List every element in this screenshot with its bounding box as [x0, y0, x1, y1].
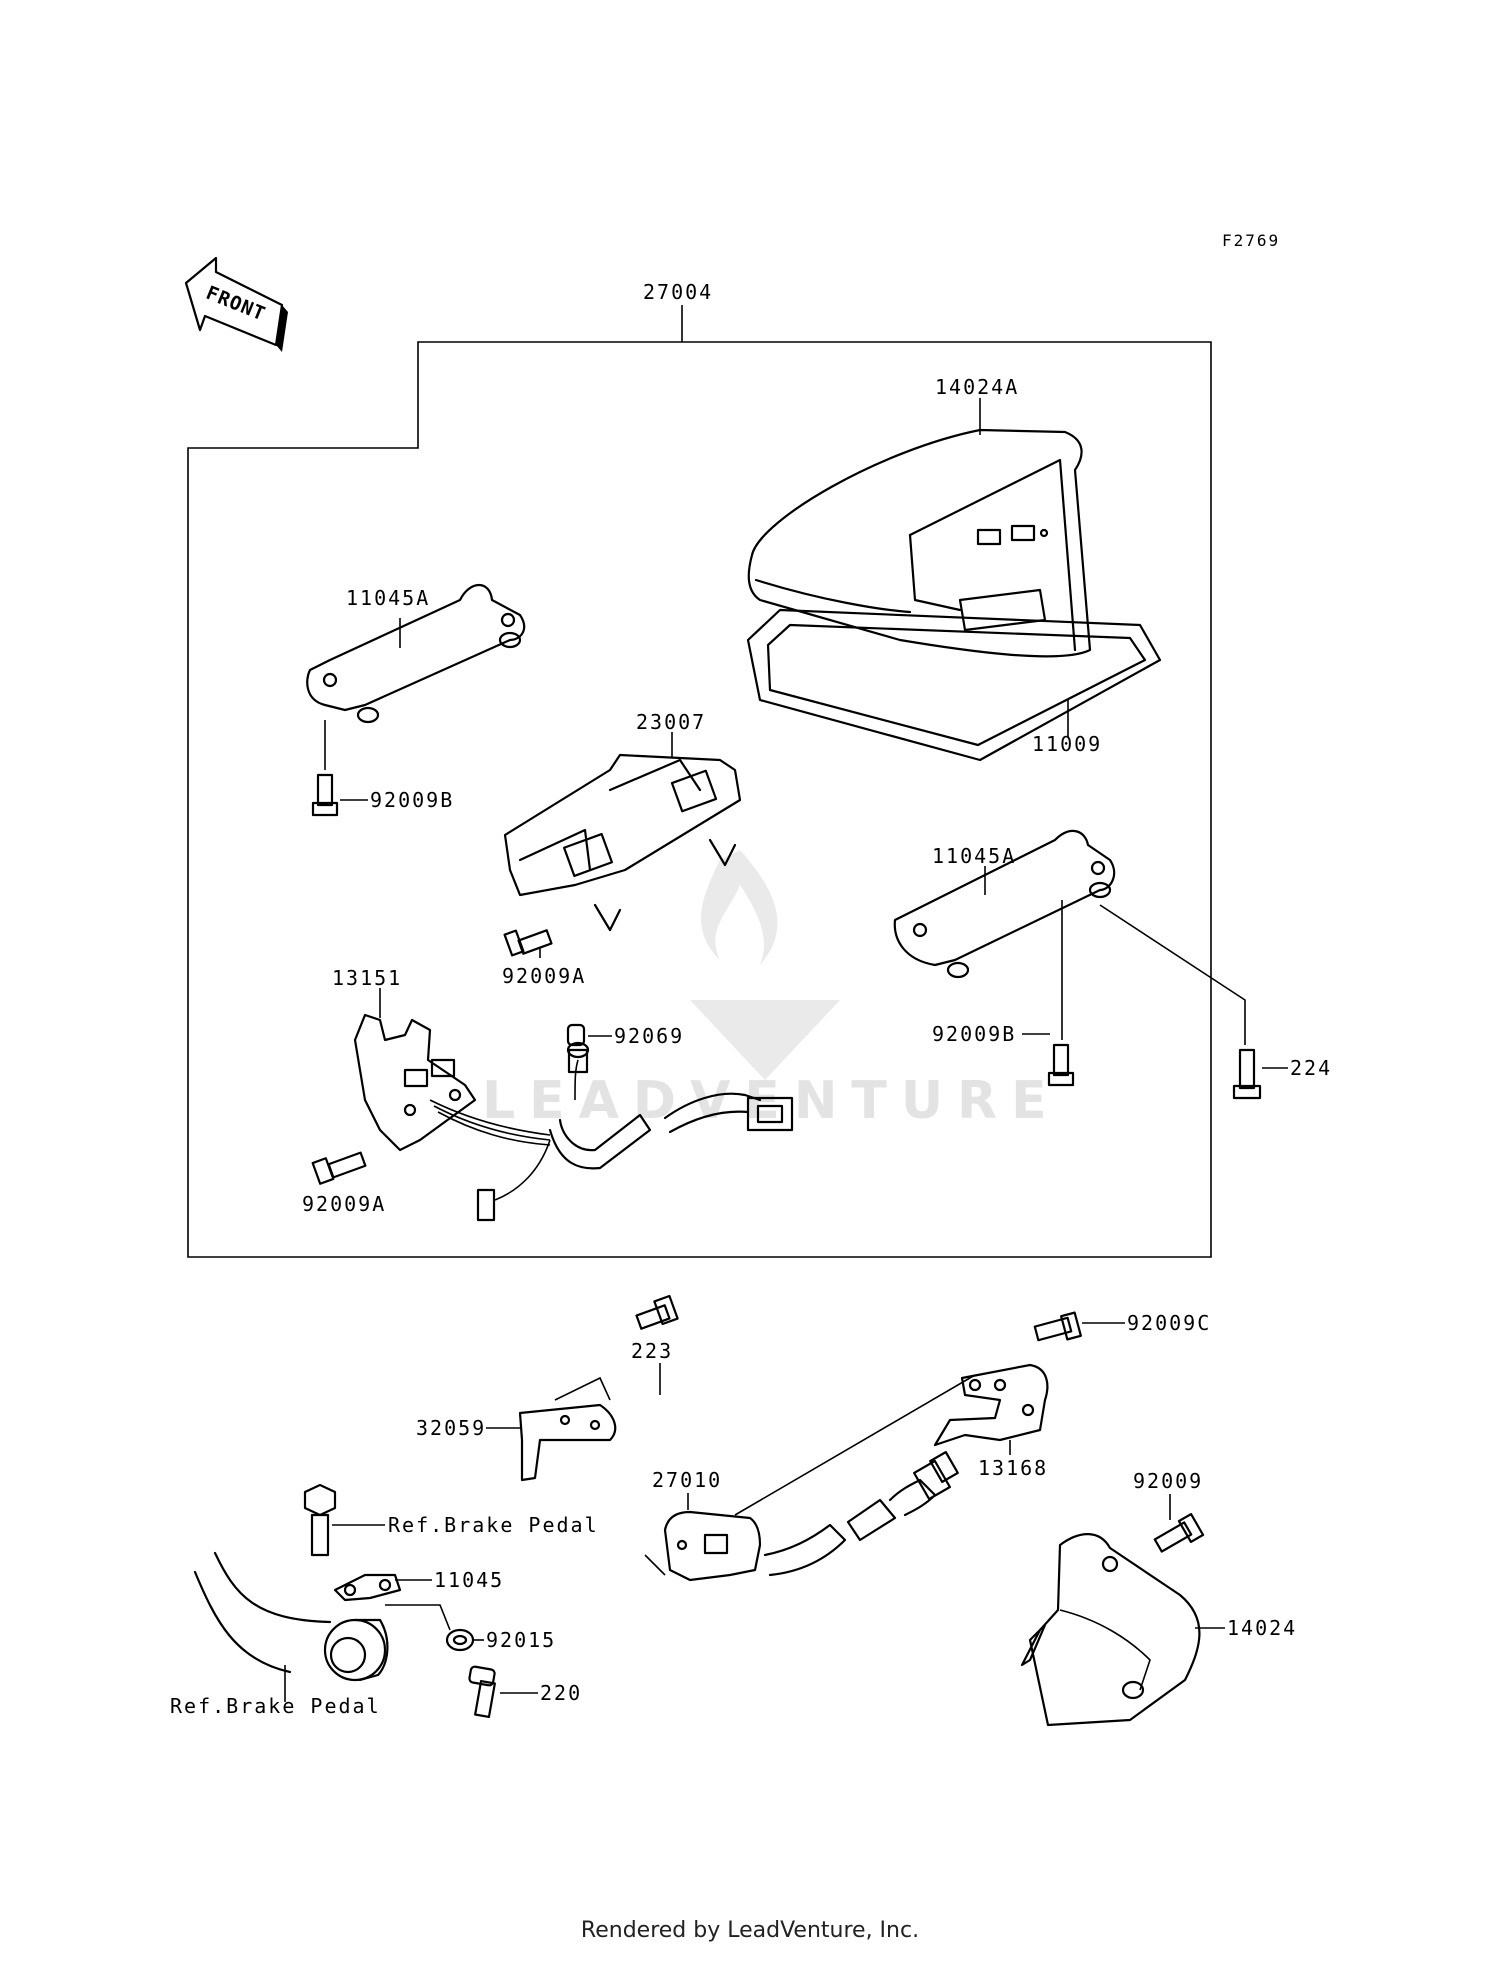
- bracket-32059: [518, 1376, 617, 1482]
- bracket-11045A-left: [306, 583, 526, 724]
- bolt-92009A-low: [311, 1151, 367, 1185]
- label-92009A-mid: 92009A: [502, 964, 586, 988]
- nut-92015: [445, 1628, 475, 1652]
- bolt-220: [468, 1665, 496, 1719]
- bracket-13168: [933, 1363, 1049, 1447]
- socket-92069: [566, 1023, 586, 1047]
- label-92009B-left: 92009B: [370, 788, 454, 812]
- label-27004: 27004: [643, 280, 713, 304]
- switch-cover-14024: [1020, 1533, 1201, 1727]
- footer-credit: Rendered by LeadVenture, Inc.: [580, 1918, 920, 1943]
- bracket-11045A-right: [893, 829, 1116, 979]
- label-92009A-low: 92009A: [302, 1192, 386, 1216]
- label-ref-brake-upper: Ref.Brake Pedal: [388, 1513, 599, 1537]
- brake-pedal-arm: [193, 1551, 389, 1682]
- label-32059: 32059: [416, 1416, 486, 1440]
- bolt-224: [1232, 1048, 1262, 1100]
- label-23007: 23007: [636, 710, 706, 734]
- plate-11045: [333, 1573, 402, 1602]
- bolt-92009: [1153, 1513, 1205, 1553]
- label-92009B-right: 92009B: [932, 1022, 1016, 1046]
- bolt-92009B-right: [1047, 1043, 1075, 1087]
- bolt-223: [635, 1294, 679, 1330]
- label-92009C: 92009C: [1127, 1311, 1211, 1335]
- meter-cover-14024A: [747, 428, 1092, 658]
- label-27010: 27010: [652, 1468, 722, 1492]
- switch-13151: [353, 1013, 794, 1222]
- label-11045A-right: 11045A: [932, 844, 1016, 868]
- bolt-92009B-left: [311, 773, 339, 817]
- label-92009: 92009: [1133, 1469, 1203, 1493]
- label-11045A-left: 11045A: [346, 586, 430, 610]
- label-14024: 14024: [1227, 1616, 1297, 1640]
- leadventure-watermark: LEADVENTURE: [482, 850, 1047, 1131]
- kit-boundary: [187, 341, 1212, 1258]
- gasket-11009: [746, 608, 1162, 762]
- label-223: 223: [631, 1339, 673, 1363]
- bolt-ref-brake-pedal: [303, 1483, 337, 1557]
- label-92015: 92015: [486, 1628, 556, 1652]
- label-ref-brake-lower: Ref.Brake Pedal: [170, 1694, 381, 1718]
- diagram-id: F2769: [1222, 231, 1280, 250]
- label-13168: 13168: [978, 1456, 1048, 1480]
- label-92069: 92069: [614, 1024, 684, 1048]
- bracket-23007: [503, 753, 742, 932]
- bolt-92009A-mid: [503, 929, 553, 957]
- label-11045: 11045: [434, 1568, 504, 1592]
- label-224: 224: [1290, 1056, 1332, 1080]
- label-220: 220: [540, 1681, 582, 1705]
- front-arrow-icon: FRONT: [184, 256, 288, 352]
- label-13151: 13151: [332, 966, 402, 990]
- switch-27010: [644, 1451, 959, 1582]
- label-11009: 11009: [1032, 732, 1102, 756]
- label-14024A: 14024A: [935, 375, 1019, 399]
- bolt-92009C: [1033, 1311, 1082, 1342]
